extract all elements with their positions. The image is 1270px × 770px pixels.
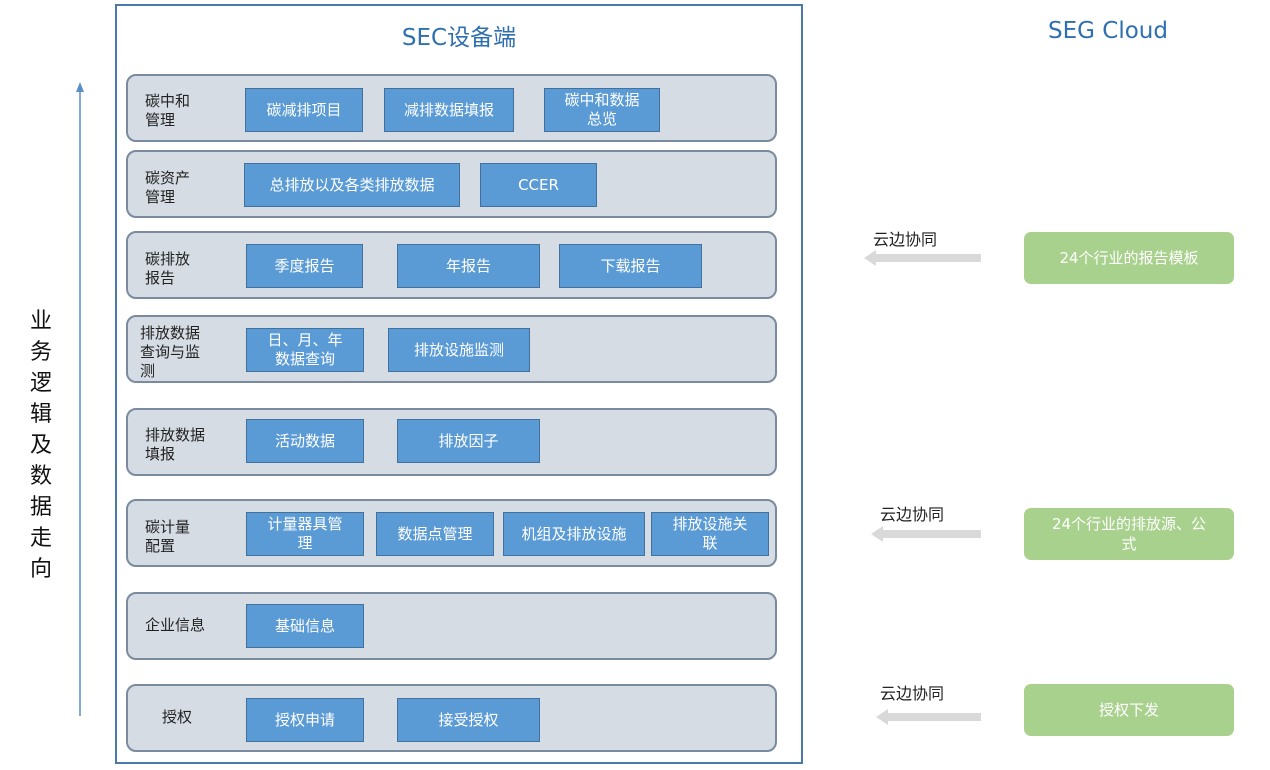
cloud-box: 24个行业的排放源、公式 [1024,508,1234,560]
module-box: CCER [480,163,597,207]
module-box-label: 碳减排项目 [266,100,342,119]
module-box: 基础信息 [246,604,364,648]
module-box-label: 总排放以及各类排放数据 [269,175,435,194]
module-row-label: 碳排放报告 [145,250,191,287]
cloud-box: 24个行业的报告模板 [1024,232,1234,284]
module-box-label: 机组及排放设施 [521,524,627,543]
cloud-box-label: 授权下发 [1098,701,1159,719]
cloud-edge-sync-label: 云边协同 [880,505,945,524]
module-box: 碳减排项目 [245,88,363,132]
vertical-label-char: 向 [29,557,52,582]
sync-arrow-icon [876,709,981,725]
business-logic-label: 业 务 逻 辑 及 数 据 走 向 [24,306,58,585]
module-box: 授权申请 [246,698,364,742]
module-box-label: 季度报告 [274,256,335,275]
cloud-edge-sync-label: 云边协同 [873,230,938,249]
module-row-label: 排放数据填报 [145,426,206,463]
sec-device-container [115,4,803,764]
module-box-label: 活动数据 [274,431,335,450]
module-box: 计量器具管理 [246,512,364,556]
module-box: 机组及排放设施 [503,512,645,556]
module-box: 数据点管理 [376,512,494,556]
module-box-label: 减排数据填报 [403,100,494,119]
module-box: 排放设施监测 [388,328,530,372]
module-box-label: 排放设施监测 [413,340,504,359]
cloud-title: SEG Cloud [1048,18,1168,44]
module-box: 总排放以及各类排放数据 [244,163,460,207]
vertical-label-char: 据 [29,495,52,520]
module-box: 排放设施关联 [651,512,769,556]
module-row [126,592,777,660]
module-box-label: 排放设施关联 [672,515,748,552]
module-row-label: 碳资产管理 [145,169,191,206]
vertical-label-char: 走 [29,526,52,551]
vertical-label-char: 务 [29,340,52,365]
module-box: 排放因子 [397,419,540,463]
business-flow-arrow [76,82,84,716]
vertical-label-char: 辑 [29,402,52,427]
module-row-label: 企业信息 [145,616,206,634]
vertical-label-char: 及 [29,433,52,458]
module-box-label: CCER [518,175,559,194]
module-box: 活动数据 [246,419,364,463]
module-row-label: 碳计量配置 [145,518,191,555]
module-row-label: 碳中和管理 [145,92,191,129]
module-box-label: 日、月、年数据查询 [267,331,343,368]
module-box-label: 接受授权 [438,710,499,729]
module-box-label: 排放因子 [438,431,499,450]
module-box-label: 基础信息 [274,616,335,635]
sync-arrow-icon [864,250,981,266]
module-box-label: 碳中和数据总览 [564,91,640,128]
module-box: 碳中和数据总览 [544,88,660,132]
module-box-label: 计量器具管理 [267,515,343,552]
module-box: 接受授权 [397,698,540,742]
module-box: 年报告 [397,244,540,288]
module-box: 日、月、年数据查询 [246,328,364,372]
module-box: 减排数据填报 [384,88,514,132]
cloud-edge-sync-label: 云边协同 [880,684,945,703]
module-box: 下载报告 [559,244,702,288]
sync-arrow-icon [871,526,981,542]
module-box-label: 数据点管理 [397,524,473,543]
vertical-label-char: 业 [29,309,52,334]
vertical-label-char: 数 [29,464,52,489]
vertical-label-char: 逻 [29,371,52,396]
sec-title: SEC设备端 [401,25,517,51]
module-box-label: 授权申请 [274,710,335,729]
cloud-box-label: 24个行业的排放源、公式 [1051,515,1207,553]
module-box-label: 下载报告 [600,256,661,275]
module-box-label: 年报告 [445,256,491,275]
module-row-label: 授权 [162,708,193,726]
module-row-label: 排放数据查询与监测 [140,324,201,380]
cloud-box-label: 24个行业的报告模板 [1059,249,1199,267]
cloud-box: 授权下发 [1024,684,1234,736]
module-box: 季度报告 [246,244,363,288]
